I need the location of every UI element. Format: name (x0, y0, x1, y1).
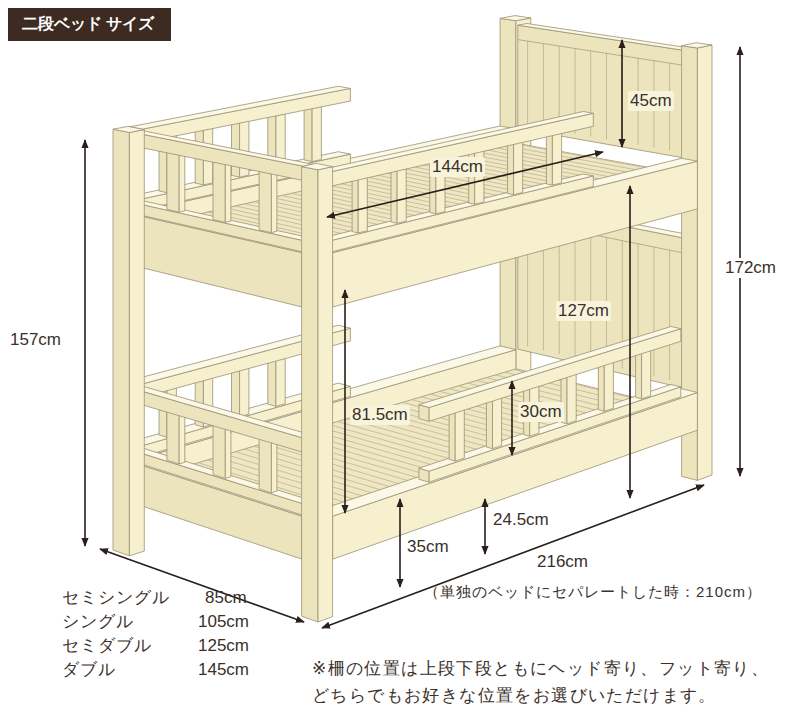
wood-face (225, 163, 231, 223)
wood-face (179, 413, 185, 464)
wood-face (167, 411, 179, 464)
wood-line (669, 250, 670, 380)
wood-line (606, 53, 607, 139)
wood-face (129, 130, 144, 556)
dimension-line (344, 290, 346, 513)
wood-face (304, 106, 312, 161)
wood-line (653, 247, 654, 376)
wood-face (113, 126, 144, 132)
dimension-label: 144cm (430, 157, 485, 177)
wood-face (268, 358, 276, 407)
wood-line (559, 228, 560, 354)
dimension-label: 172cm (723, 258, 778, 278)
wood-face (213, 161, 225, 222)
wood-face (567, 374, 576, 424)
size-name: セミダブル (62, 636, 152, 656)
wood-face (302, 167, 318, 622)
wood-face (419, 327, 681, 408)
wood-face (276, 358, 285, 407)
title-band: 二段ベッド サイズ (8, 8, 171, 41)
wood-face (642, 350, 651, 399)
dimension-label: 35cm (405, 537, 451, 557)
dimension-line (629, 186, 631, 498)
size-name: セミシングル (62, 588, 170, 608)
wood-face (232, 368, 240, 417)
wood-face (318, 167, 333, 622)
wood-face (697, 45, 712, 480)
size-value: 85cm (205, 588, 247, 608)
wood-face (358, 177, 367, 233)
wood-face (312, 106, 321, 161)
size-value: 105cm (198, 612, 249, 632)
wood-face (493, 397, 502, 449)
dimension-label: 216cm (535, 552, 590, 572)
dimension-label: 30cm (518, 402, 564, 422)
dimension-lines (85, 40, 740, 628)
wood-face (131, 388, 303, 452)
wood-line (590, 234, 591, 361)
wood-face (333, 393, 698, 560)
dimension-line (322, 485, 704, 628)
dimension-label: 81.5cm (350, 405, 410, 425)
size-name: シングル (62, 612, 134, 632)
wood-face (455, 409, 464, 461)
wood-line (575, 231, 576, 358)
wood-face (391, 169, 397, 223)
note-text: （単独のベッドにセパレートした時：210cm） (424, 583, 762, 601)
wood-face (486, 398, 492, 448)
wood-face (449, 410, 455, 461)
wood-face (552, 133, 561, 185)
dimension-label: 45cm (628, 91, 674, 111)
wood-face (131, 386, 312, 439)
wood-face (331, 113, 594, 186)
dimension-line (327, 152, 603, 217)
wood-face (598, 363, 604, 411)
wood-line (527, 41, 528, 125)
wood-face (302, 163, 333, 169)
wood-face (240, 367, 249, 417)
size-name: ダブル (62, 660, 116, 680)
wood-line (518, 40, 684, 66)
wood-face (604, 362, 613, 412)
wood-line (543, 44, 544, 129)
wood-face (142, 88, 350, 142)
dimension-label: 24.5cm (491, 510, 551, 530)
dimension-line (511, 381, 513, 455)
wood-face (546, 134, 552, 185)
wood-face (179, 153, 185, 212)
wood-face (259, 438, 271, 493)
wood-face (271, 440, 277, 493)
wood-face (131, 130, 312, 166)
dimension-line (484, 499, 486, 554)
size-value: 125cm (198, 636, 249, 656)
size-value: 145cm (198, 660, 249, 680)
wood-face (514, 142, 523, 195)
wood-face (397, 168, 406, 223)
wood-face (500, 16, 531, 21)
dimension-line (84, 140, 86, 546)
dimension-label: 127cm (556, 301, 611, 321)
bed-drawing (113, 16, 712, 622)
wood-face (113, 129, 129, 556)
wood-face (508, 143, 514, 195)
wood-face (131, 132, 303, 180)
wood-face (636, 351, 642, 399)
wood-face (352, 178, 358, 233)
wood-face (259, 171, 271, 233)
wood-face (331, 176, 594, 252)
note-text: ※柵の位置は上段下段ともにヘッド寄り、フット寄り、 どちらでもお好きな位置をお選… (312, 655, 796, 709)
wood-face (682, 43, 712, 48)
wood-face (130, 86, 351, 129)
wood-face (518, 24, 693, 51)
dimension-line (100, 549, 304, 622)
dimension-line (399, 499, 401, 587)
wood-face (213, 425, 225, 479)
dimension-line (621, 40, 623, 147)
wood-face (271, 172, 277, 233)
wood-face (167, 152, 179, 212)
title-text: 二段ベッド サイズ (22, 14, 157, 35)
wood-face (225, 427, 231, 479)
dimension-label: 157cm (8, 330, 63, 350)
